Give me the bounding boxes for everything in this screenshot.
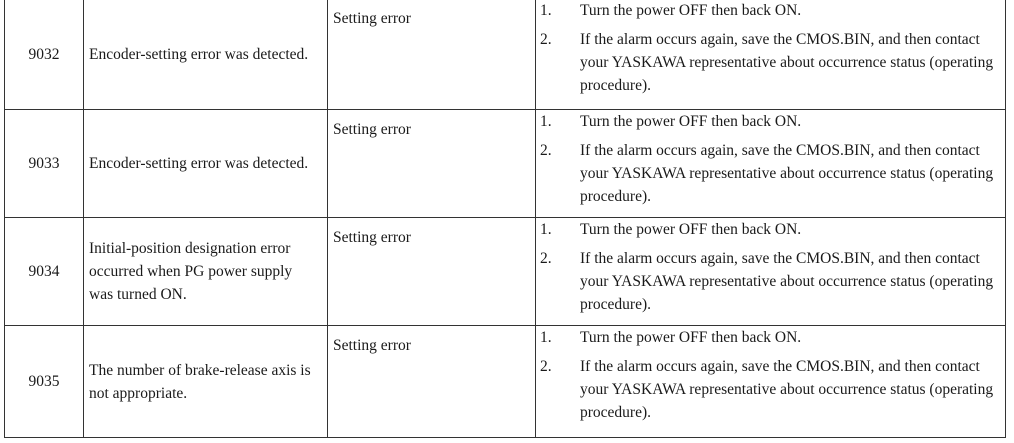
step-text: Turn the power OFF then back ON. — [580, 221, 802, 238]
alarm-description-cell: Encoder-setting error was detected. — [83, 0, 328, 110]
remedy-step: 2. If the alarm occurs again, save the CM… — [536, 247, 1005, 316]
alarm-cause: Setting error — [333, 337, 411, 354]
step-number: 2. — [540, 358, 552, 375]
alarm-code: 9033 — [4, 109, 84, 218]
alarm-description: Encoder-setting error was detected. — [89, 45, 309, 63]
step-text: Turn the power OFF then back ON. — [580, 113, 802, 130]
alarm-description-cell: Encoder-setting error was detected. — [83, 109, 328, 218]
remedy-cell: 1. Turn the power OFF then back ON. 2. If … — [535, 109, 1006, 218]
step-text: If the alarm occurs again, save the CMOS… — [580, 31, 994, 94]
step-number: 1. — [540, 329, 552, 346]
alarm-description: Encoder-setting error was detected. — [89, 155, 309, 172]
remedy-cell: 1. Turn the power OFF then back ON. 2. If … — [535, 217, 1006, 326]
alarm-cause-cell: Setting error — [327, 217, 536, 326]
step-number: 2. — [540, 31, 552, 48]
alarm-code: 9032 — [4, 0, 84, 110]
table-row: 9034 Initial-position designation error … — [4, 217, 1006, 326]
table-row: 9035 The number of brake-release axis is… — [4, 325, 1006, 438]
step-number: 2. — [540, 142, 552, 159]
step-text: If the alarm occurs again, save the CMOS… — [580, 142, 994, 205]
step-number: 1. — [540, 221, 552, 238]
remedy-step: 2. If the alarm occurs again, save the CM… — [536, 355, 1005, 424]
step-text: Turn the power OFF then back ON. — [580, 2, 802, 19]
step-number: 1. — [540, 2, 552, 19]
alarm-cause: Setting error — [333, 121, 411, 138]
step-number: 1. — [540, 113, 552, 130]
alarm-table: 9032 Encoder-setting error was detected.… — [4, 0, 1006, 438]
remedy-step: 1. Turn the power OFF then back ON. — [536, 326, 1005, 349]
remedy-step: 2. If the alarm occurs again, save the CM… — [536, 28, 1005, 97]
remedy-step: 1. Turn the power OFF then back ON. — [536, 218, 1005, 241]
step-text: If the alarm occurs again, save the CMOS… — [580, 250, 994, 313]
alarm-cause-cell: Setting error — [327, 109, 536, 218]
alarm-cause-cell: Setting error — [327, 0, 536, 110]
remedy-step: 2. If the alarm occurs again, save the CM… — [536, 139, 1005, 208]
step-text: Turn the power OFF then back ON. — [580, 329, 802, 346]
remedy-cell: 1. Turn the power OFF then back ON. 2. If … — [535, 325, 1006, 438]
alarm-description: The number of brake-release axis is not … — [89, 361, 311, 402]
alarm-description: Initial-position designation error occur… — [89, 240, 293, 303]
alarm-description-cell: Initial-position designation error occur… — [83, 217, 328, 326]
alarm-code: 9035 — [4, 325, 84, 438]
step-text: If the alarm occurs again, save the CMOS… — [580, 358, 994, 421]
alarm-code: 9034 — [4, 217, 84, 326]
table-row: 9032 Encoder-setting error was detected.… — [4, 0, 1006, 110]
step-number: 2. — [540, 250, 552, 267]
alarm-cause: Setting error — [333, 10, 411, 27]
table-row: 9033 Encoder-setting error was detected.… — [4, 109, 1006, 218]
remedy-step: 1. Turn the power OFF then back ON. — [536, 0, 1005, 22]
remedy-step: 1. Turn the power OFF then back ON. — [536, 110, 1005, 133]
alarm-cause-cell: Setting error — [327, 325, 536, 438]
remedy-cell: 1. Turn the power OFF then back ON. 2. If … — [535, 0, 1006, 110]
alarm-cause: Setting error — [333, 229, 411, 246]
alarm-description-cell: The number of brake-release axis is not … — [83, 325, 328, 438]
